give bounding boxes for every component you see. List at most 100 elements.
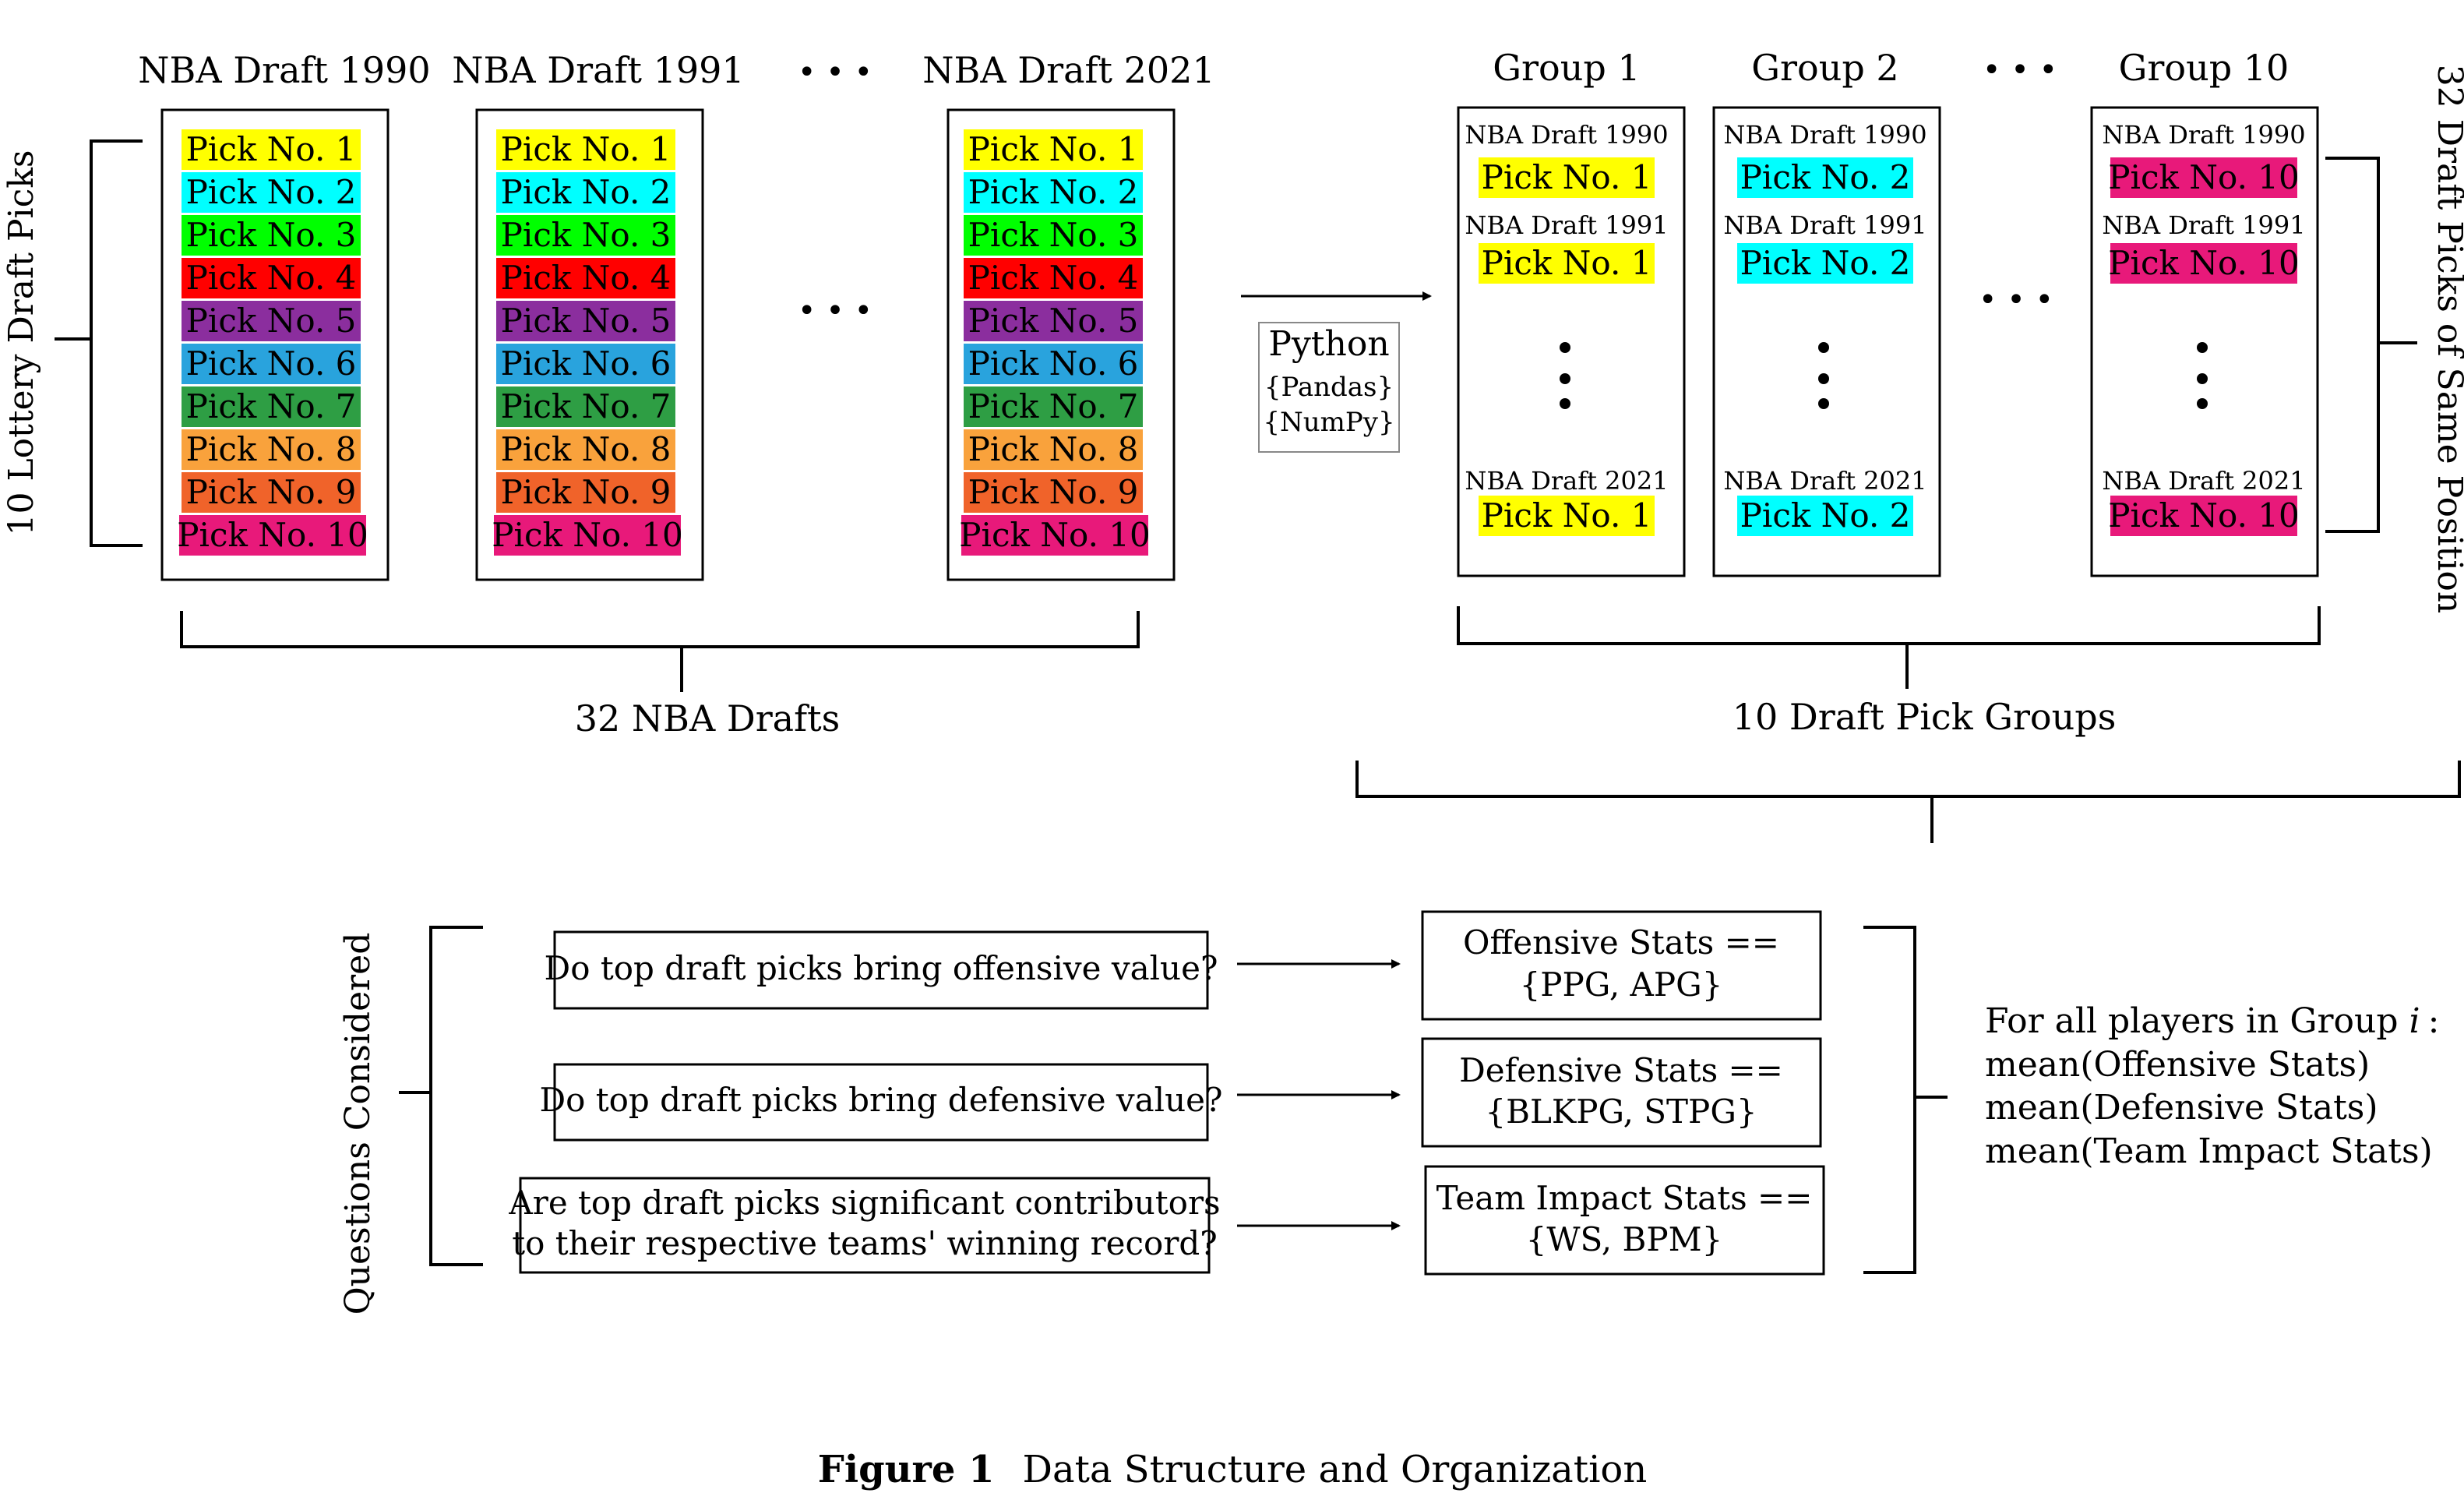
pick-label: Pick No. 10: [492, 516, 682, 554]
pick-bar: [496, 172, 675, 213]
pandas-label: {Pandas}: [1264, 372, 1394, 403]
figure-caption-text: Data Structure and Organization: [1022, 1448, 1647, 1491]
stats-team-impact-list: {WS, BPM}: [1526, 1220, 1723, 1258]
stats-defense-list: {BLKPG, STPG}: [1485, 1092, 1757, 1131]
pick-label: Pick No. 2: [186, 173, 357, 211]
pick-bar: [964, 472, 1143, 513]
group-pick-label: Pick No. 1: [1482, 244, 1652, 282]
pick-label: Pick No. 5: [186, 302, 357, 340]
pick-label: Pick No. 4: [501, 259, 672, 297]
pick-label: Pick No. 1: [186, 130, 357, 168]
pick-label: Pick No. 8: [968, 430, 1139, 468]
pick-bar: [964, 429, 1143, 470]
stats-team-impact-title: Team Impact Stats ==: [1436, 1179, 1813, 1217]
pick-label: Pick No. 3: [186, 216, 357, 254]
vertical-ellipsis-dot: [1818, 342, 1829, 353]
vertical-ellipsis-dot: [2197, 342, 2208, 353]
pick-label: Pick No. 9: [186, 473, 357, 511]
pick-bar: [182, 429, 361, 470]
drafts-count-label: 32 NBA Drafts: [575, 697, 840, 739]
pick-label: Pick No. 8: [186, 430, 357, 468]
draft-picks-2021: Pick No. 1 Pick No. 2 Pick No. 3 Pick No. 4…: [959, 129, 1151, 556]
pick-bar: [961, 515, 1148, 556]
pick-bar: [182, 258, 361, 298]
pick-label: Pick No. 2: [968, 173, 1139, 211]
summary-colon: :: [2428, 1001, 2440, 1041]
vertical-ellipsis-dot: [1560, 373, 1570, 384]
pick-bar: [496, 344, 675, 384]
group-pick-label: Pick No. 2: [1740, 496, 1911, 535]
group-year-label: NBA Draft 1990: [2102, 120, 2305, 150]
pick-bar: [496, 301, 675, 341]
pick-label: Pick No. 7: [968, 387, 1139, 425]
pick-label: Pick No. 6: [501, 344, 672, 383]
group-pick-label: Pick No. 10: [2108, 496, 2299, 535]
groups-to-questions-brace: [1355, 761, 2461, 843]
pick-bar: [182, 386, 361, 427]
numpy-label: {NumPy}: [1263, 407, 1394, 438]
draft-box-2021: [946, 108, 1176, 581]
group-pick-label: Pick No. 1: [1482, 496, 1652, 535]
group-year-label: NBA Draft 1990: [1465, 120, 1668, 150]
questions-brace: [399, 926, 483, 1266]
question-box-defense: [553, 1063, 1209, 1142]
draft-title-1990: NBA Draft 1990: [138, 49, 430, 91]
draft-title-ellipsis: • • •: [798, 55, 872, 90]
pick-bar: [182, 215, 361, 256]
stats-offense-title: Offensive Stats ==: [1463, 923, 1779, 962]
question-defense-text: Do top draft picks bring defensive value…: [539, 1081, 1222, 1119]
group-box-10: [2090, 106, 2319, 577]
pick-bar: [182, 344, 361, 384]
pick-label: Pick No. 5: [968, 302, 1139, 340]
groups-brace: [1457, 606, 2321, 689]
group-pick-label: Pick No. 2: [1740, 244, 1911, 282]
pick-bar: [964, 258, 1143, 298]
group-pick-bar: [1737, 243, 1913, 284]
drafts-brace: [180, 611, 1140, 692]
pick-bar: [964, 344, 1143, 384]
question-box-offense: [553, 930, 1209, 1010]
pick-bar: [182, 301, 361, 341]
pick-bar: [182, 129, 361, 170]
pick-label: Pick No. 4: [968, 259, 1139, 297]
pick-label: Pick No. 9: [968, 473, 1139, 511]
questions-side-label: Questions Considered: [338, 933, 378, 1315]
pick-bar: [182, 172, 361, 213]
draft-title-2021: NBA Draft 2021: [922, 49, 1214, 91]
stats-offense-list: {PPG, APG}: [1520, 965, 1723, 1004]
group-title-2: Group 2: [1751, 47, 1898, 89]
question-team-impact-line2: to their respective teams' winning recor…: [512, 1224, 1218, 1262]
pick-bar: [496, 215, 675, 256]
draft-box-1991: [475, 108, 704, 581]
group-year-label: NBA Draft 2021: [2102, 466, 2305, 496]
draft-title-1991: NBA Draft 1991: [452, 49, 744, 91]
stats-brace: [1863, 926, 1948, 1274]
pick-bar: [496, 258, 675, 298]
group-pick-bar: [2110, 157, 2297, 198]
pick-label: Pick No. 7: [186, 387, 357, 425]
pick-label: Pick No. 9: [501, 473, 672, 511]
stats-defense-title: Defensive Stats ==: [1459, 1051, 1783, 1089]
pick-label: Pick No. 3: [968, 216, 1139, 254]
vertical-ellipsis-dot: [1818, 398, 1829, 409]
stats-box-defense: [1421, 1037, 1822, 1148]
pick-label: Pick No. 5: [501, 302, 672, 340]
summary-line-3: mean(Defensive Stats): [1985, 1088, 2378, 1128]
group-box-1: [1457, 106, 1686, 577]
group-year-label: NBA Draft 2021: [1465, 466, 1668, 496]
summary-line-4: mean(Team Impact Stats): [1985, 1131, 2433, 1171]
groups-middle-ellipsis: • • •: [1979, 282, 2053, 318]
pick-label: Pick No. 10: [177, 516, 368, 554]
summary-line-2: mean(Offensive Stats): [1985, 1045, 2370, 1085]
pick-bar: [494, 515, 681, 556]
lottery-picks-label: 10 Lottery Draft Picks: [2, 150, 41, 535]
group-pick-label: Pick No. 2: [1740, 158, 1911, 196]
pick-bar: [496, 472, 675, 513]
pick-label: Pick No. 6: [186, 344, 357, 383]
pick-label: Pick No. 1: [968, 130, 1139, 168]
group-pick-bar: [1479, 157, 1655, 198]
